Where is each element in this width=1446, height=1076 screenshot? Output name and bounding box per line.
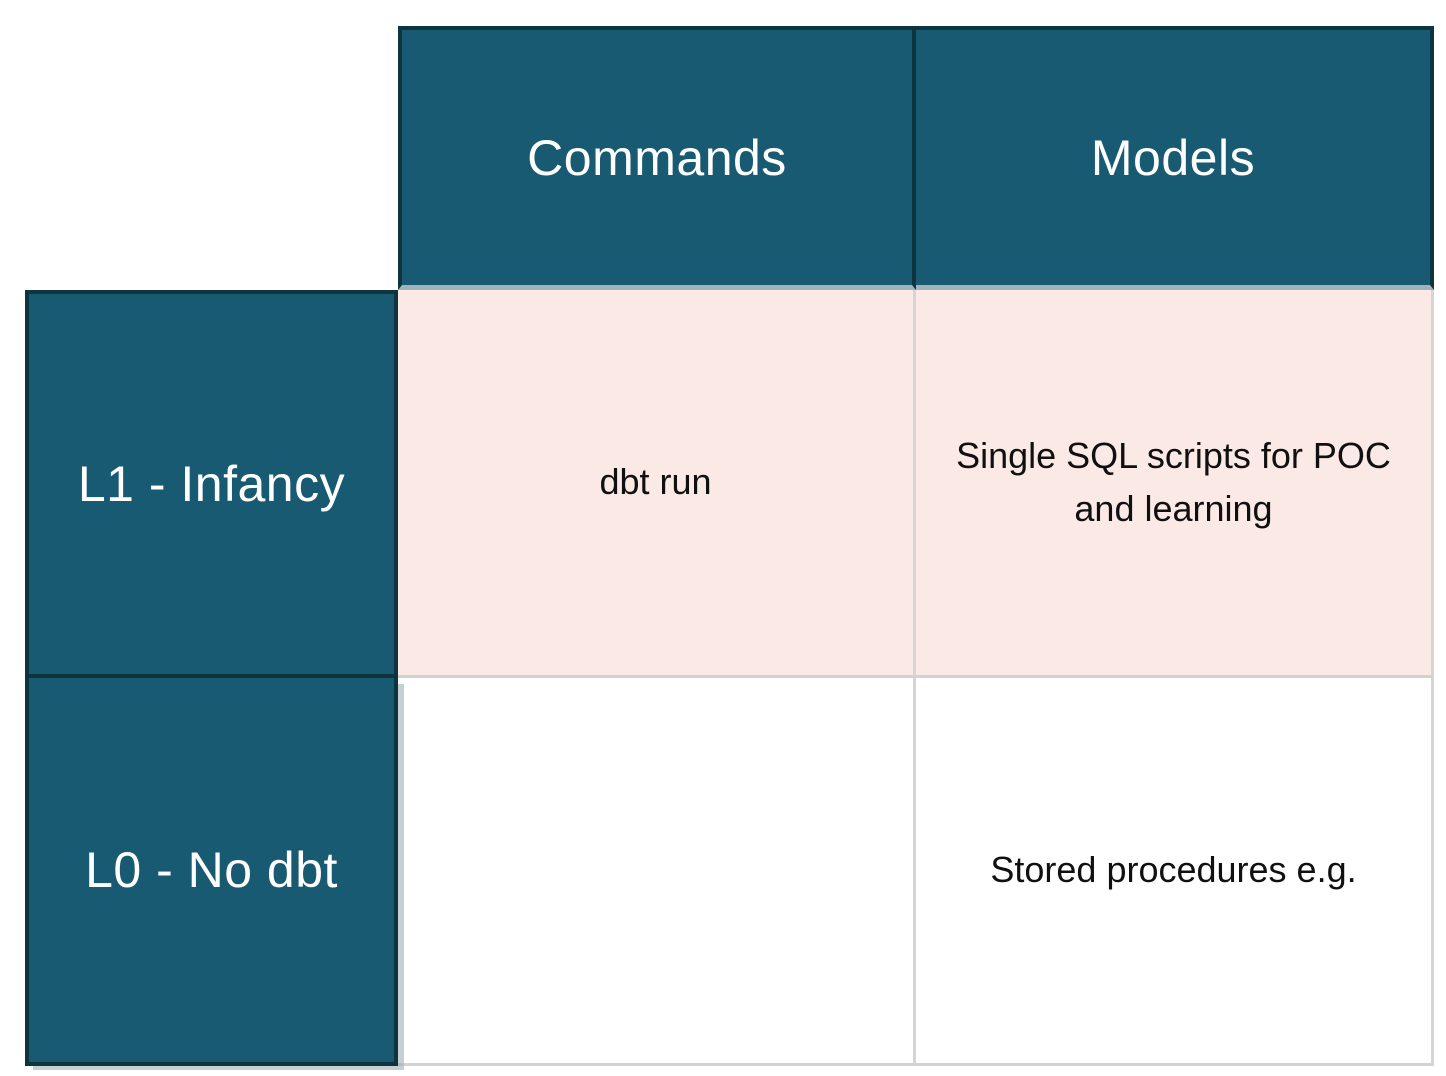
cell-l1-models: Single SQL scripts for POC and learning bbox=[916, 290, 1434, 678]
cell-l0-models-text: Stored procedures e.g. bbox=[990, 849, 1357, 891]
column-header-models: Models bbox=[916, 26, 1434, 290]
row-header-l1: L1 - Infancy bbox=[25, 290, 398, 678]
row-header-l0: L0 - No dbt bbox=[25, 678, 398, 1066]
cell-l0-commands bbox=[398, 678, 916, 1066]
row-header-l0-label: L0 - No dbt bbox=[85, 842, 338, 898]
column-header-commands: Commands bbox=[398, 26, 916, 290]
column-header-models-label: Models bbox=[1090, 129, 1256, 186]
row-header-l1-label: L1 - Infancy bbox=[77, 456, 346, 512]
corner-cell bbox=[25, 26, 398, 290]
cell-l1-commands-text: dbt run bbox=[599, 461, 712, 503]
cell-l0-models: Stored procedures e.g. bbox=[916, 678, 1434, 1066]
cell-l1-commands: dbt run bbox=[398, 290, 916, 678]
column-header-commands-label: Commands bbox=[527, 129, 787, 186]
cell-l1-models-text: Single SQL scripts for POC and learning bbox=[956, 435, 1391, 529]
maturity-table: Commands Models L1 - Infancy dbt run Sin… bbox=[25, 26, 1434, 1066]
